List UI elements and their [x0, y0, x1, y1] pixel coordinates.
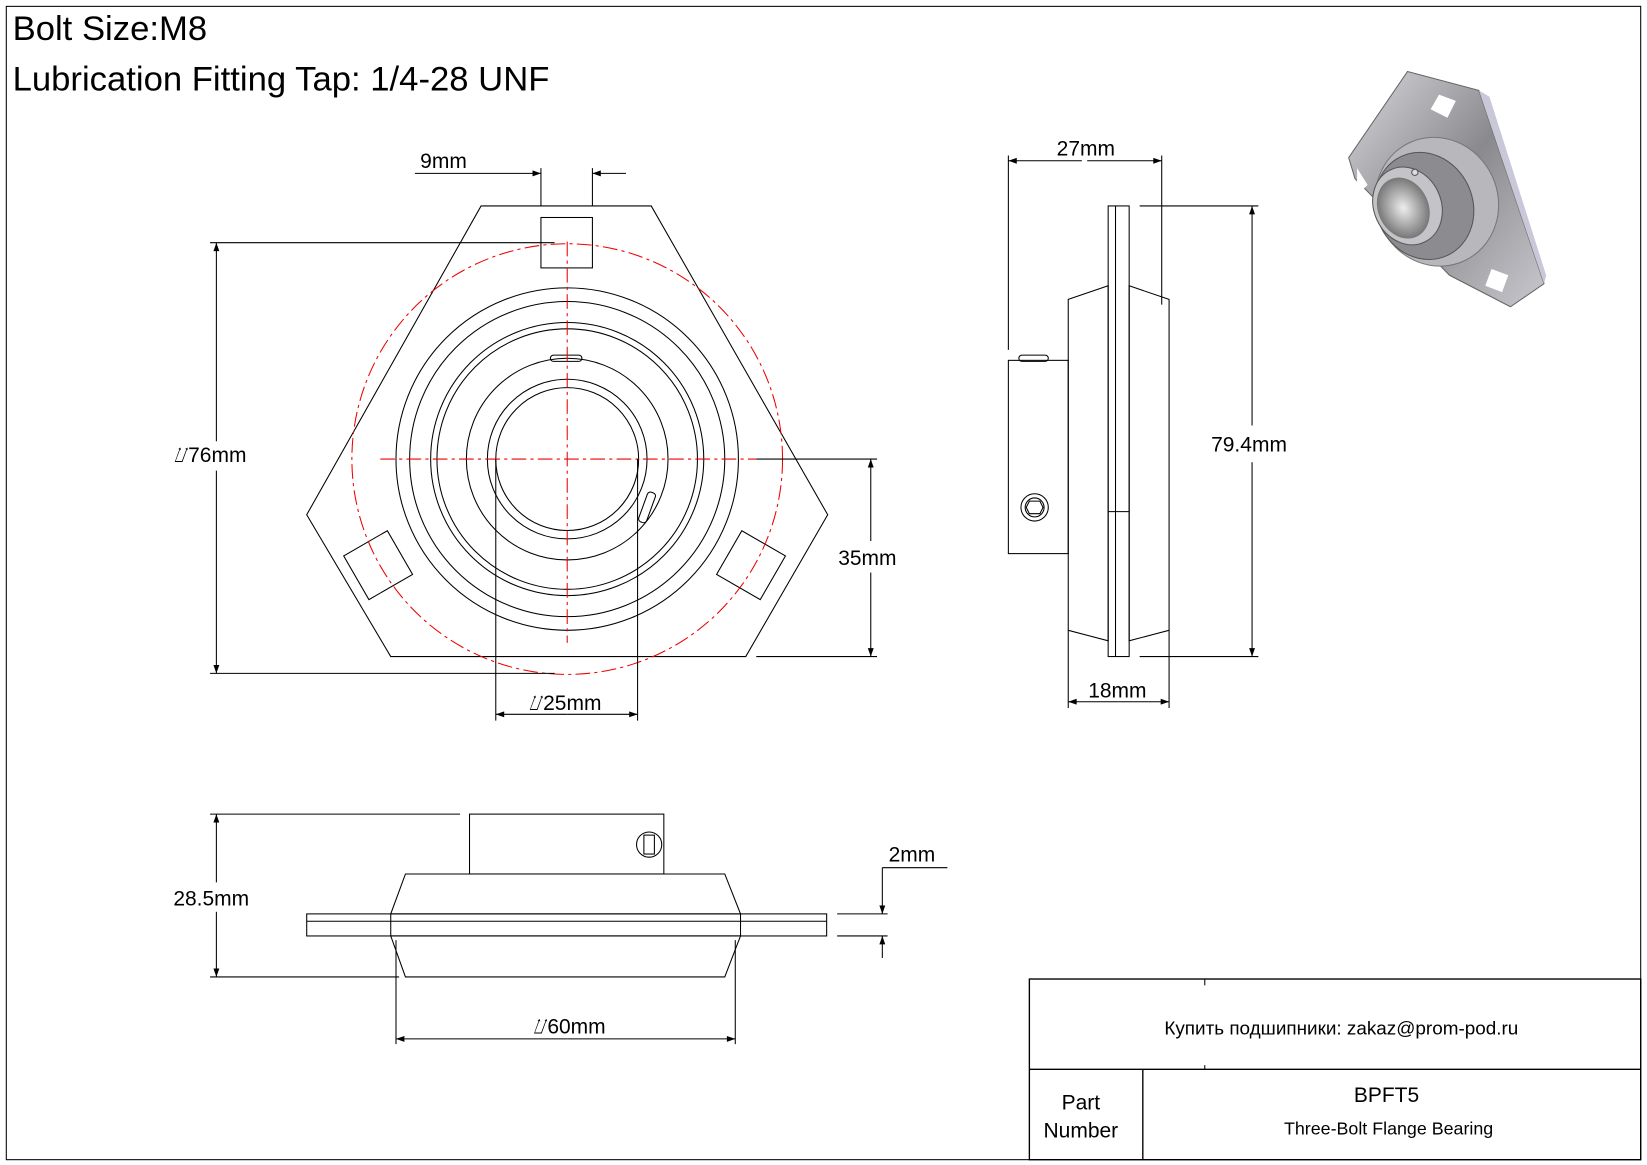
- dim-housing-width: 18mm: [1088, 680, 1146, 703]
- part-label-line1: Part: [1062, 1091, 1101, 1114]
- contact-text: Купить подшипники: zakaz@prom-pod.ru: [1164, 1019, 1518, 1040]
- dim-housing-diameter: ⌰60mm: [534, 1016, 606, 1039]
- dim-total-width: 27mm: [1057, 138, 1115, 161]
- side-view: [1007, 205, 1170, 658]
- bolt-hole-right: [715, 530, 787, 601]
- part-number: BPFT5: [1354, 1084, 1419, 1107]
- dim-flange-thickness: 2mm: [889, 843, 936, 866]
- bottom-view: [306, 813, 828, 978]
- side-dimensions: 27mm 79.4mm 18mm: [1007, 138, 1287, 709]
- title-block: Купить подшипники: zakaz@prom-pod.ru Par…: [1028, 978, 1642, 1161]
- dim-center-height: 35mm: [838, 547, 896, 570]
- dim-bolt-circle: ⌰76mm: [174, 444, 246, 467]
- part-label-line2: Number: [1043, 1120, 1118, 1143]
- bolt-size-label: Bolt Size:M8: [13, 10, 208, 48]
- bolt-hole-left: [342, 530, 414, 601]
- set-screw: [1020, 493, 1049, 522]
- dim-side-height: 79.4mm: [1211, 434, 1287, 457]
- dim-bottom-height: 28.5mm: [173, 887, 249, 910]
- front-dimensions: 9mm ⌰76mm ⌰25mm 35mm: [174, 150, 897, 721]
- dim-slot-width: 9mm: [420, 150, 467, 173]
- part-description: Three-Bolt Flange Bearing: [1284, 1118, 1493, 1138]
- bearing-3d-render-image: [1348, 70, 1547, 308]
- drawing-border: [5, 5, 1642, 1161]
- lubrication-label: Lubrication Fitting Tap: 1/4-28 UNF: [13, 60, 550, 98]
- bottom-dimensions: 28.5mm 2mm ⌰60mm: [173, 813, 948, 1045]
- dim-bore: ⌰25mm: [529, 692, 601, 715]
- front-view: [306, 205, 829, 675]
